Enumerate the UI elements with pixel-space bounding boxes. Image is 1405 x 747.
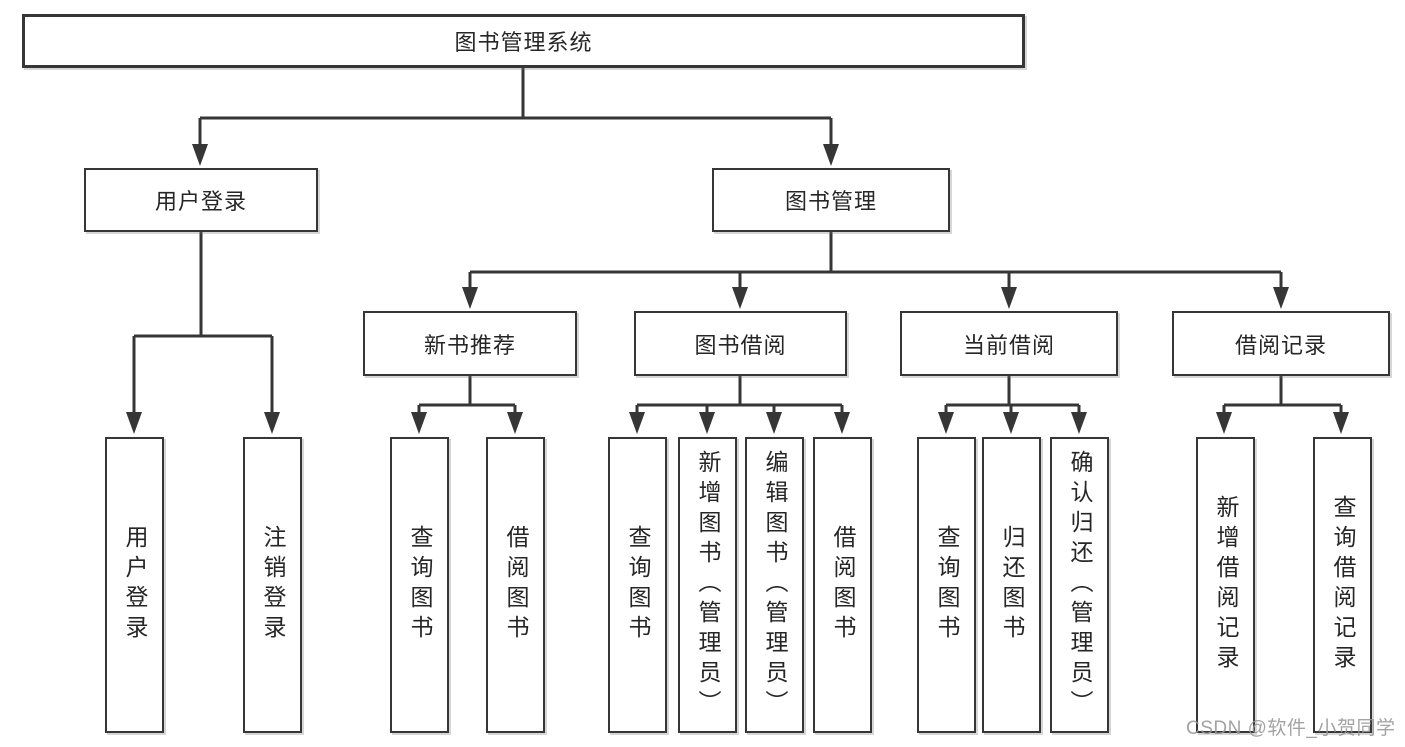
- connector-line: [132, 232, 274, 414]
- arrowhead-icon: [1216, 412, 1349, 434]
- connector-line: [198, 68, 833, 146]
- connector-line: [1222, 374, 1343, 414]
- connector-book-mgmt-to-level3: [462, 232, 1289, 309]
- leaf-query-borrow-record: 查询借阅记录: [1313, 437, 1372, 733]
- leaf-label: 查询图书: [934, 525, 960, 645]
- leaf-query-books-newbooks: 查询图书: [390, 437, 449, 733]
- leaf-label: 用户登录: [122, 525, 148, 645]
- connector-line: [635, 374, 844, 414]
- node-user-login: 用户登录: [84, 168, 318, 232]
- leaf-label: 确认归还（管理员）: [1067, 450, 1093, 720]
- leaf-label: 查询图书: [407, 525, 433, 645]
- csdn-watermark: CSDN @软件_小贺同学: [1186, 718, 1396, 739]
- node-root-system: 图书管理系统: [22, 14, 1025, 68]
- arrowhead-icon: [411, 412, 523, 434]
- node-new-book-recommend: 新书推荐: [363, 311, 577, 376]
- arrowhead-icon: [938, 412, 1087, 434]
- arrowhead-icon: [126, 412, 280, 434]
- node-book-borrow: 图书借阅: [634, 311, 847, 376]
- leaf-label: 新增图书（管理员）: [695, 450, 721, 720]
- connector-line: [417, 374, 517, 414]
- connector-line: [944, 374, 1081, 414]
- leaf-add-book-admin: 新增图书（管理员）: [678, 437, 737, 733]
- leaf-label: 编辑图书（管理员）: [762, 450, 788, 720]
- leaf-label: 借阅图书: [503, 525, 529, 645]
- connector-borrow-records-to-leaves: [1216, 374, 1349, 434]
- leaf-query-books-current: 查询图书: [917, 437, 976, 733]
- leaf-borrow-books-borrow: 借阅图书: [813, 437, 872, 733]
- leaf-label: 查询借阅记录: [1330, 495, 1356, 675]
- connector-new-books-to-leaves: [411, 374, 523, 434]
- leaf-label: 新增借阅记录: [1213, 495, 1239, 675]
- connector-current-borrow-to-leaves: [938, 374, 1087, 434]
- arrowhead-icon: [629, 412, 850, 434]
- node-current-borrow: 当前借阅: [900, 311, 1118, 376]
- leaf-label: 注销登录: [260, 525, 286, 645]
- leaf-label: 归还图书: [999, 525, 1025, 645]
- leaf-user-login: 用户登录: [105, 437, 164, 733]
- node-book-management: 图书管理: [712, 168, 950, 232]
- leaf-borrow-books-newbooks: 借阅图书: [486, 437, 545, 733]
- connector-user-login-to-leaves: [126, 232, 280, 434]
- leaf-confirm-return-admin: 确认归还（管理员）: [1050, 437, 1109, 733]
- leaf-label: 查询图书: [625, 525, 651, 645]
- connector-root-to-level2: [192, 68, 839, 166]
- leaf-label: 借阅图书: [830, 525, 856, 645]
- arrowhead-icon: [192, 144, 839, 166]
- node-borrow-records: 借阅记录: [1172, 311, 1390, 376]
- connector-book-borrow-to-leaves: [629, 374, 850, 434]
- leaf-logout: 注销登录: [243, 437, 302, 733]
- arrowhead-icon: [462, 287, 1289, 309]
- connector-line: [468, 232, 1283, 289]
- leaf-add-borrow-record: 新增借阅记录: [1196, 437, 1255, 733]
- leaf-query-books-borrow: 查询图书: [608, 437, 667, 733]
- leaf-return-book: 归还图书: [982, 437, 1041, 733]
- leaf-edit-book-admin: 编辑图书（管理员）: [745, 437, 804, 733]
